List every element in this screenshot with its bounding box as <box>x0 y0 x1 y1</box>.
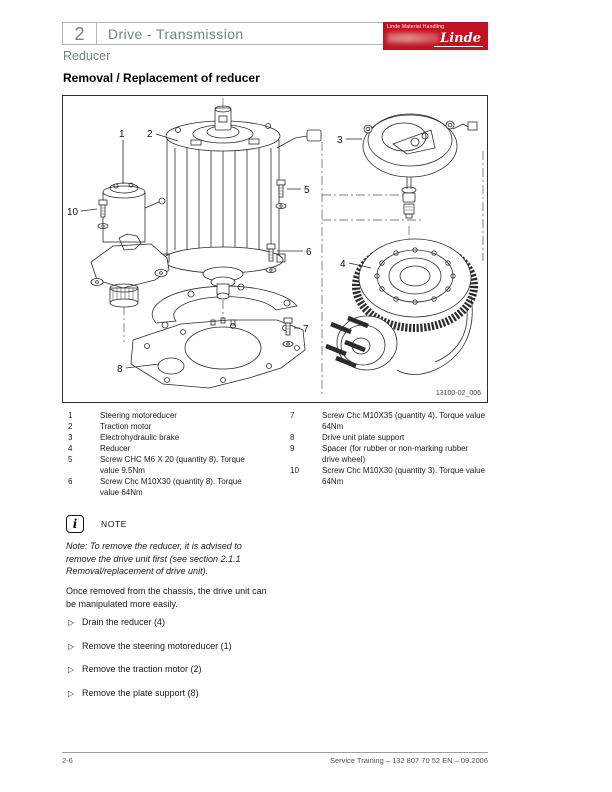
note-label: NOTE <box>101 519 128 529</box>
part-number: 9 <box>290 444 295 453</box>
part-row: 4 Reducer <box>68 443 280 454</box>
step-text: Remove the plate support (8) <box>82 687 199 698</box>
part-row: 5 Screw CHC M6 X 20 (quantity 8). Torque… <box>68 454 280 476</box>
logo-blurred-mark <box>387 33 439 43</box>
callout-label: 2 <box>147 129 153 140</box>
part-row: 9 Spacer (for rubber or non-marking rubb… <box>290 443 490 465</box>
part-number: 4 <box>68 444 73 453</box>
part-number: 8 <box>290 433 295 442</box>
body-paragraph: Once removed from the chassis, the drive… <box>66 586 267 609</box>
callout-label: 4 <box>340 259 346 270</box>
step-item: ▷ Remove the plate support (8) <box>68 688 298 699</box>
chapter-number: 2 <box>63 23 97 44</box>
part-row: 8 Drive unit plate support <box>290 432 490 443</box>
callout-label: 1 <box>119 129 125 140</box>
step-item: ▷ Remove the steering motoreducer (1) <box>68 641 298 652</box>
callout-label: 10 <box>67 207 79 218</box>
step-text: Remove the steering motoreducer (1) <box>82 640 232 651</box>
screw-5 <box>275 179 287 209</box>
chapter-title: Drive - Transmission <box>108 25 244 42</box>
part-description: Reducer <box>100 444 131 453</box>
parts-list-right: 7 Screw Chc M10X35 (quantity 4). Torque … <box>290 410 490 487</box>
arrow-bullet-icon: ▷ <box>68 641 75 651</box>
part-number: 2 <box>68 422 73 431</box>
parts-list-left: 1 Steering motoreducer 2 Traction motor … <box>68 410 280 498</box>
part-description: Spacer (for rubber or non-marking rubber… <box>322 444 469 464</box>
part-number: 10 <box>290 466 299 475</box>
procedure-steps: ▷ Drain the reducer (4) ▷ Remove the ste… <box>68 617 298 711</box>
part-number: 6 <box>68 477 73 486</box>
arrow-bullet-icon: ▷ <box>68 665 75 674</box>
part-description: Electrohydraulic brake <box>100 433 180 442</box>
plate-support-drawing <box>130 283 306 389</box>
part-number: 3 <box>68 433 73 442</box>
traction-motor-drawing <box>160 105 322 300</box>
figure-caption: 13100-02_006 <box>436 390 481 397</box>
steering-motoreducer-drawing <box>90 182 170 308</box>
part-row: 2 Traction motor <box>68 421 280 432</box>
callout-label: 6 <box>306 247 312 258</box>
brake-drawing <box>362 113 478 219</box>
footer: 2-6 Service Training – 132 807 70 52 EN … <box>62 756 488 765</box>
chapter-header: 2 Drive - Transmission <box>62 22 488 45</box>
note-header: i NOTE <box>66 515 127 533</box>
callout-label: 3 <box>337 135 343 146</box>
linde-logo: Linde Material Handling Linde <box>383 22 488 50</box>
step-item: ▷ Drain the reducer (4) <box>68 617 298 628</box>
part-number: 1 <box>68 411 73 420</box>
part-description: Screw Chc M10X30 (quantity 3). Torque va… <box>322 466 486 486</box>
part-number: 5 <box>68 455 73 464</box>
reducer-drawing <box>325 238 478 375</box>
page-number: 2-6 <box>62 756 73 765</box>
logo-tagline: Linde Material Handling <box>387 24 445 30</box>
part-description: Screw CHC M6 X 20 (quantity 8). Torque v… <box>100 455 245 475</box>
construction-lines <box>123 98 484 394</box>
part-row: 7 Screw Chc M10X35 (quantity 4). Torque … <box>290 410 490 432</box>
arrow-bullet-icon: ▷ <box>68 688 75 698</box>
part-description: Steering motoreducer <box>100 411 177 420</box>
part-description: Screw Chc M10X35 (quantity 4). Torque va… <box>322 411 486 431</box>
callout-label: 5 <box>304 185 310 196</box>
callout-label: 8 <box>117 364 123 375</box>
linde-wordmark: Linde <box>434 32 483 47</box>
exploded-diagram: 1 2 3 4 5 6 7 8 10 13100-02_006 <box>67 98 484 397</box>
step-text: Drain the reducer (4) <box>82 617 166 627</box>
note-text: Note: To remove the reducer, it is advis… <box>66 541 242 576</box>
part-description: Traction motor <box>100 422 152 431</box>
figure-box: 1 2 3 4 5 6 7 8 10 13100-02_006 <box>62 95 488 403</box>
screw-10 <box>97 199 109 229</box>
part-row: 6 Screw Chc M10X30 (quantity 8). Torque … <box>68 476 280 498</box>
part-number: 7 <box>290 411 295 420</box>
screw-7 <box>282 317 294 347</box>
callout-label: 7 <box>303 324 309 335</box>
screws-drawing <box>97 179 294 347</box>
page-title: Removal / Replacement of reducer <box>63 71 260 85</box>
section-subtitle: Reducer <box>63 49 111 63</box>
part-row: 10 Screw Chc M10X30 (quantity 3). Torque… <box>290 465 490 487</box>
arrow-bullet-icon: ▷ <box>68 618 75 627</box>
footer-divider <box>62 752 488 753</box>
info-icon: i <box>66 515 84 533</box>
part-description: Drive unit plate support <box>322 433 405 442</box>
step-item: ▷ Remove the traction motor (2) <box>68 664 298 675</box>
part-row: 3 Electrohydraulic brake <box>68 432 280 443</box>
part-description: Screw Chc M10X30 (quantity 8). Torque va… <box>100 477 242 497</box>
footer-reference: Service Training – 132 807 70 52 EN – 09… <box>329 756 488 765</box>
callout-leaders <box>80 133 372 369</box>
screw-6 <box>265 243 277 273</box>
part-row: 1 Steering motoreducer <box>68 410 280 421</box>
step-text: Remove the traction motor (2) <box>82 664 202 674</box>
